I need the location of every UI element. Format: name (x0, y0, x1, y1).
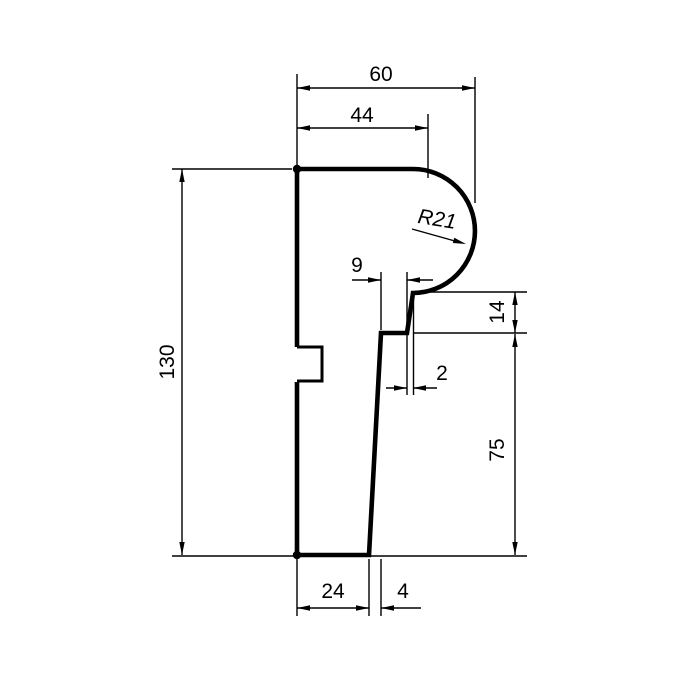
dim-label-4: 4 (397, 580, 409, 603)
dim-label-44: 44 (350, 104, 374, 127)
dim-label-r21: R21 (416, 205, 458, 234)
dim-drip-height: 14 (414, 291, 527, 334)
dim-step-width: 9 (351, 254, 433, 395)
profile-outline (294, 166, 478, 558)
dim-edge-offset: 2 (386, 298, 448, 395)
radius-callout: R21 (411, 205, 466, 244)
dim-label-9: 9 (351, 254, 363, 277)
dim-label-60: 60 (369, 63, 392, 86)
profile-notch (297, 345, 324, 383)
corner-dot-bottom-left (292, 550, 302, 560)
corner-dot-top-left (292, 164, 302, 174)
dim-slant-offset: 4 (380, 559, 421, 616)
dim-label-24: 24 (321, 580, 345, 603)
dim-label-130: 130 (156, 344, 179, 379)
dim-top-width: 44 (297, 104, 429, 178)
dim-bottom-width: 24 (296, 559, 370, 616)
dim-label-14: 14 (486, 300, 509, 324)
dim-lower-height: 75 (486, 334, 518, 555)
dim-overall-width: 60 (296, 63, 476, 203)
dim-overall-height: 130 (156, 168, 527, 557)
dim-label-75: 75 (486, 438, 509, 461)
dim-label-2: 2 (436, 362, 448, 385)
